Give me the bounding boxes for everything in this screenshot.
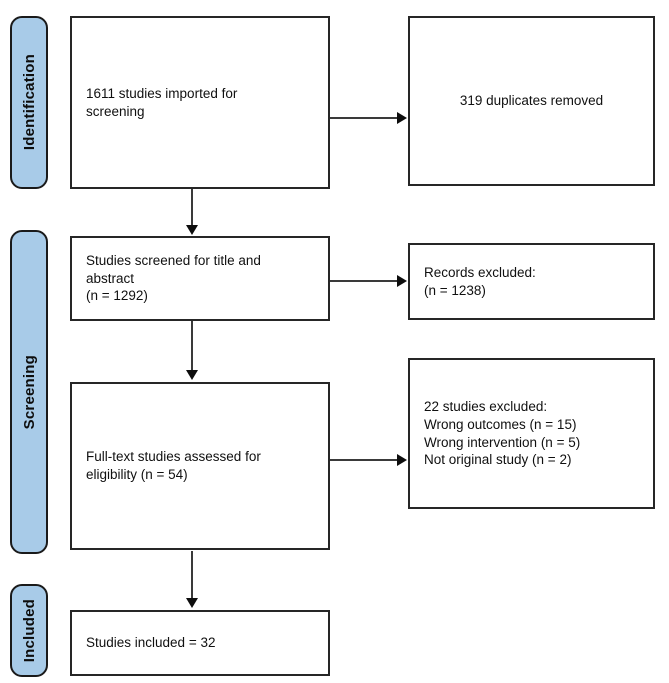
arrow-imported-to-duplicates bbox=[330, 117, 398, 119]
arrow-screened-to-fulltext bbox=[191, 321, 193, 371]
box-fulltext-assessed-text: Full-text studies assessed for eligibili… bbox=[86, 449, 261, 482]
arrow-fulltext-to-included bbox=[191, 551, 193, 599]
stage-label-included: Included bbox=[20, 598, 38, 663]
box-studies-included-text: Studies included = 32 bbox=[86, 635, 216, 651]
box-studies-included: Studies included = 32 bbox=[70, 610, 330, 676]
stage-bar-screening: Screening bbox=[10, 230, 48, 554]
box-duplicates-removed: 319 duplicates removed bbox=[408, 16, 655, 186]
box-studies-excluded-text: 22 studies excluded: Wrong outcomes (n =… bbox=[424, 398, 581, 468]
box-fulltext-assessed: Full-text studies assessed for eligibili… bbox=[70, 382, 330, 550]
box-studies-excluded: 22 studies excluded: Wrong outcomes (n =… bbox=[408, 358, 655, 509]
stage-bar-included: Included bbox=[10, 584, 48, 677]
box-records-excluded: Records excluded: (n = 1238) bbox=[408, 243, 655, 320]
arrow-screened-to-records-excluded bbox=[330, 280, 398, 282]
box-studies-imported: 1611 studies imported for screening bbox=[70, 16, 330, 189]
box-studies-screened-text: Studies screened for title and abstract … bbox=[86, 252, 261, 304]
box-records-excluded-text: Records excluded: (n = 1238) bbox=[424, 264, 536, 298]
stage-bar-identification: Identification bbox=[10, 16, 48, 189]
arrow-imported-to-screened bbox=[191, 189, 193, 226]
stage-label-identification: Identification bbox=[20, 54, 38, 151]
box-studies-screened: Studies screened for title and abstract … bbox=[70, 236, 330, 321]
arrow-fulltext-to-studies-excluded bbox=[330, 459, 398, 461]
box-studies-imported-text: 1611 studies imported for screening bbox=[86, 85, 238, 119]
box-duplicates-removed-text: 319 duplicates removed bbox=[459, 93, 604, 109]
stage-label-screening: Screening bbox=[20, 354, 38, 430]
